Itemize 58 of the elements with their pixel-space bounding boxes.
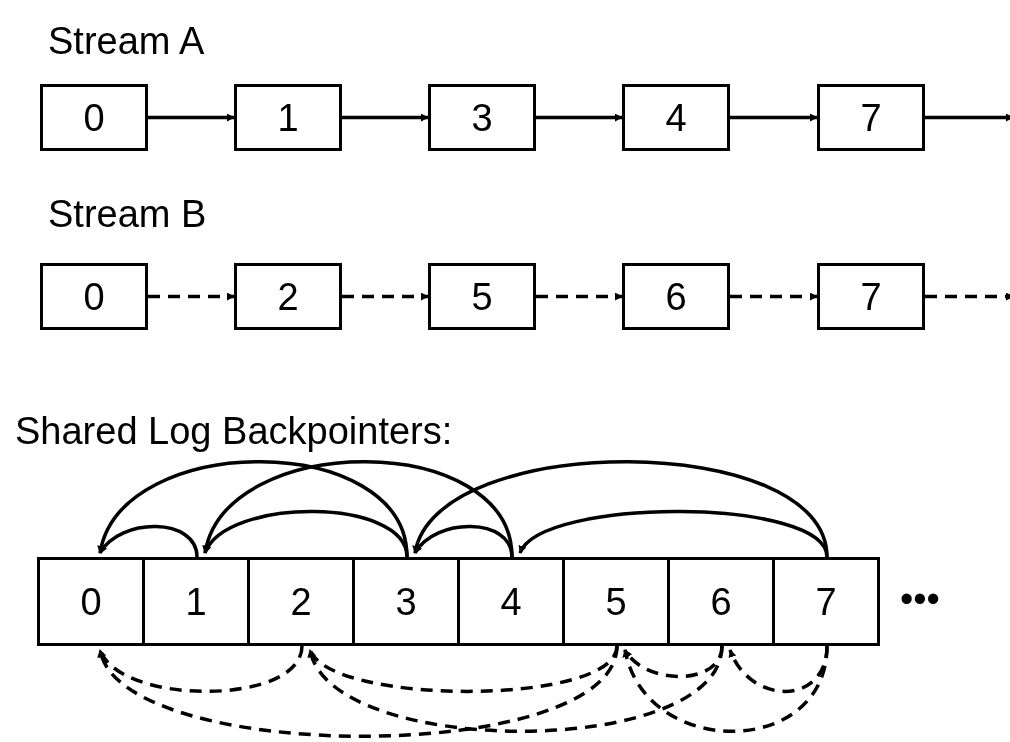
entry-number: 6 <box>665 277 687 316</box>
ellipsis: ••• <box>900 580 940 618</box>
entry-number: 0 <box>83 98 105 137</box>
log-cell <box>142 557 250 646</box>
arrow <box>308 645 724 733</box>
entry-number: 2 <box>290 582 312 621</box>
entry-box <box>234 263 342 330</box>
entry-box <box>234 84 342 151</box>
arrow <box>536 113 623 122</box>
section-heading: Stream B <box>48 195 207 233</box>
entry-box <box>40 84 148 151</box>
entry-box <box>817 84 925 151</box>
entry-box <box>428 263 536 330</box>
arrow <box>730 292 818 301</box>
log-cell <box>772 557 880 646</box>
log-cell <box>37 557 145 646</box>
log-cell <box>457 557 565 646</box>
arrow <box>413 460 829 558</box>
entry-box <box>622 263 730 330</box>
entry-number: 1 <box>185 582 207 621</box>
entry-number: 2 <box>277 277 299 316</box>
arrow <box>342 113 429 122</box>
arrow <box>98 645 619 738</box>
arrow <box>148 292 235 301</box>
log-cell <box>247 557 355 646</box>
entry-number: 0 <box>83 277 105 316</box>
arrow <box>98 645 304 694</box>
entry-box <box>817 263 925 330</box>
entry-box <box>40 263 148 330</box>
entry-box <box>428 84 536 151</box>
entry-number: 1 <box>277 98 299 137</box>
entry-number: 7 <box>860 98 882 137</box>
entry-number: 7 <box>860 277 882 316</box>
entry-number: 6 <box>710 582 732 621</box>
arrow <box>925 113 1010 122</box>
arrow <box>98 524 199 558</box>
arrow <box>730 113 818 122</box>
entry-number: 5 <box>471 277 493 316</box>
entry-number: 7 <box>815 582 837 621</box>
entry-box <box>622 84 730 151</box>
section-heading: Stream A <box>48 22 205 60</box>
section-heading: Shared Log Backpointers: <box>15 412 453 450</box>
arrow <box>203 509 409 558</box>
entry-number: 3 <box>471 98 493 137</box>
entry-number: 0 <box>80 582 102 621</box>
entry-number: 5 <box>605 582 627 621</box>
arrow <box>925 292 1010 301</box>
log-cell <box>352 557 460 646</box>
log-cell <box>667 557 775 646</box>
arrow <box>536 292 623 301</box>
arrow <box>623 645 829 733</box>
entry-number: 4 <box>500 582 522 621</box>
entry-number: 3 <box>395 582 417 621</box>
arrow <box>148 113 235 122</box>
log-cell <box>562 557 670 646</box>
arrow <box>342 292 429 301</box>
entry-number: 4 <box>665 98 687 137</box>
arrow <box>203 460 514 558</box>
